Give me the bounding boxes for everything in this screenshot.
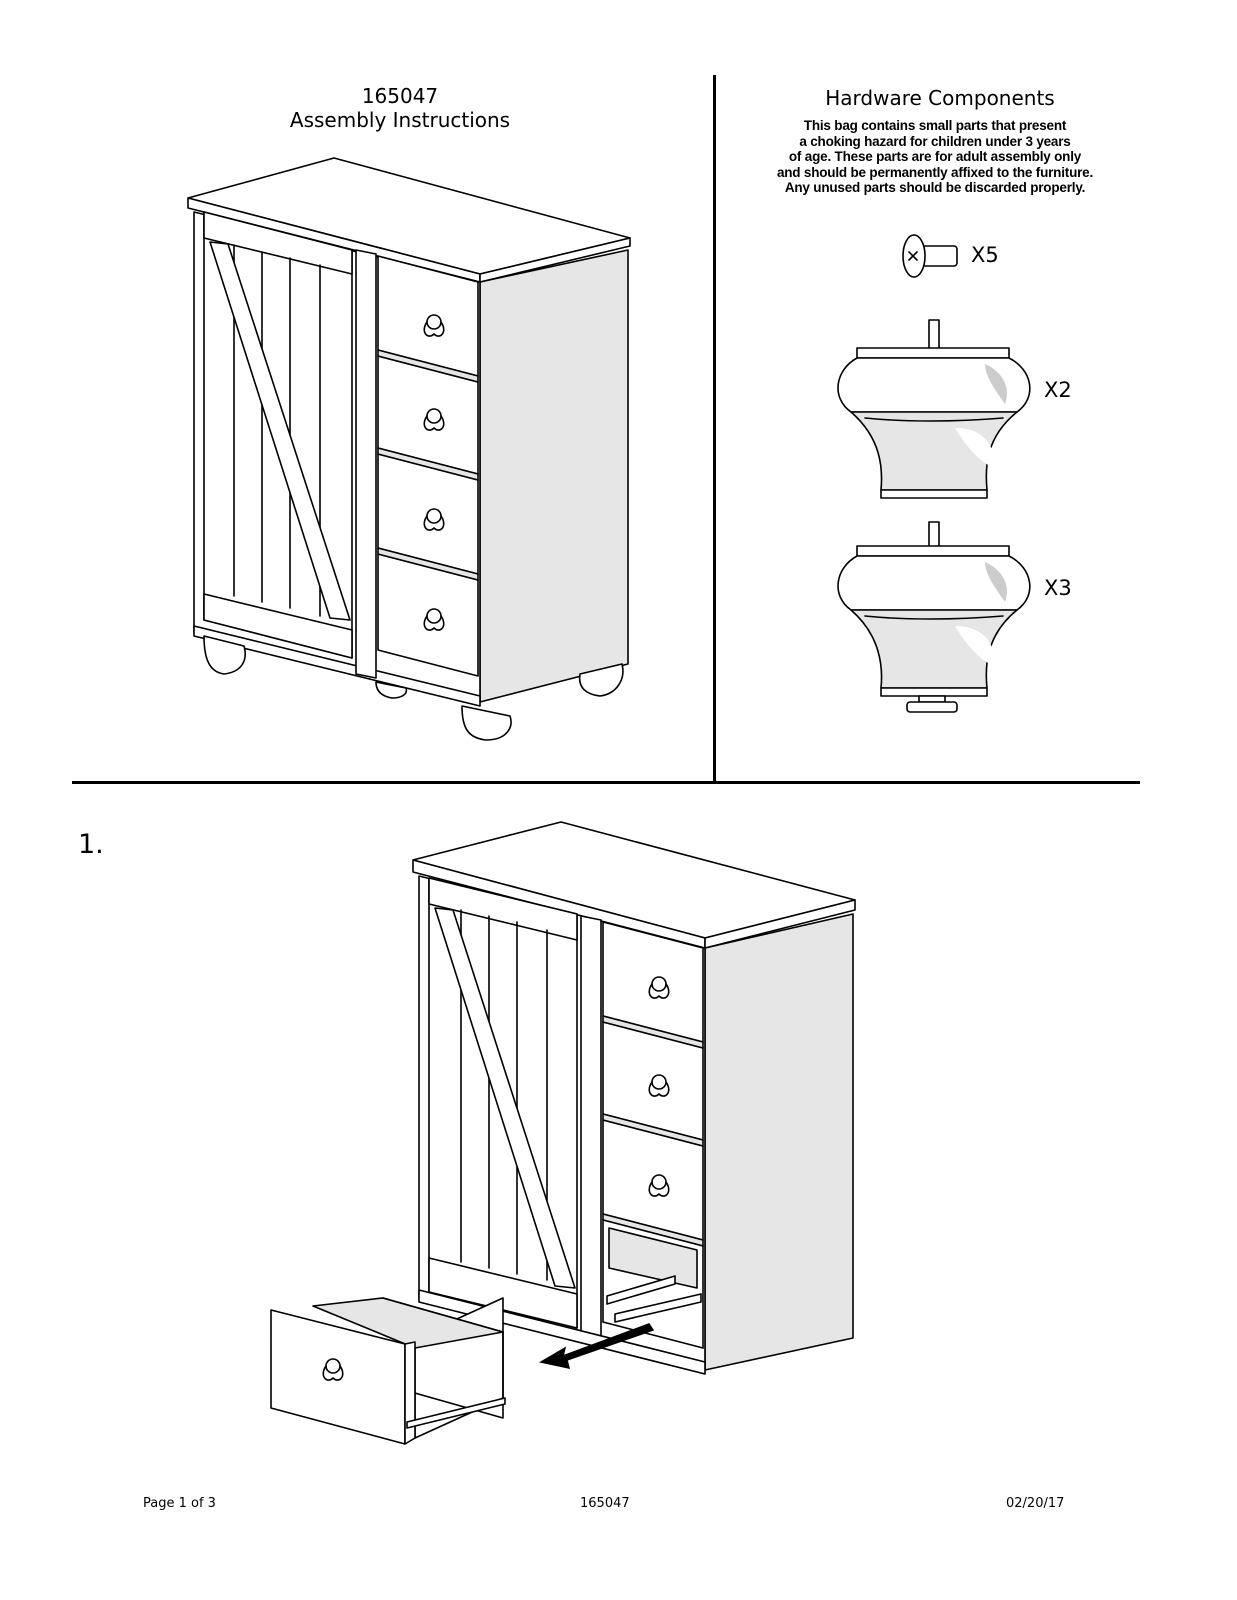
footer-document-number: 165047 bbox=[580, 1496, 630, 1511]
warning-line: This bag contains small parts that prese… bbox=[803, 118, 1067, 133]
warning-line: Any unused parts should be discarded pro… bbox=[784, 180, 1086, 195]
warning-line: a choking hazard for children under 3 ye… bbox=[799, 133, 1071, 149]
bun-foot-with-glide-icon bbox=[837, 521, 1031, 713]
warning-line: of age. These parts are for adult assemb… bbox=[788, 149, 1082, 164]
step-1-illustration bbox=[270, 821, 856, 1445]
revision-date: 02/20/17 bbox=[1006, 1496, 1065, 1511]
step-number: 1. bbox=[78, 829, 104, 860]
page-indicator: Page 1 of 3 bbox=[143, 1496, 216, 1511]
choking-hazard-warning: This bag contains small parts that prese… bbox=[730, 118, 1140, 196]
document-title: Assembly Instructions bbox=[289, 108, 511, 132]
cabinet-illustration bbox=[187, 157, 631, 741]
hardware-title: Hardware Components bbox=[825, 86, 1055, 110]
bun-foot-quantity: X2 bbox=[1044, 378, 1072, 402]
bun-foot-icon bbox=[837, 319, 1031, 499]
vertical-divider bbox=[713, 75, 716, 783]
bun-foot-with-glide-quantity: X3 bbox=[1044, 576, 1072, 600]
screw-icon bbox=[902, 234, 958, 278]
document-number: 165047 bbox=[361, 84, 439, 108]
warning-line: and should be permanently affixed to the… bbox=[776, 164, 1094, 180]
screw-quantity: X5 bbox=[971, 243, 999, 267]
horizontal-divider bbox=[72, 781, 1140, 784]
